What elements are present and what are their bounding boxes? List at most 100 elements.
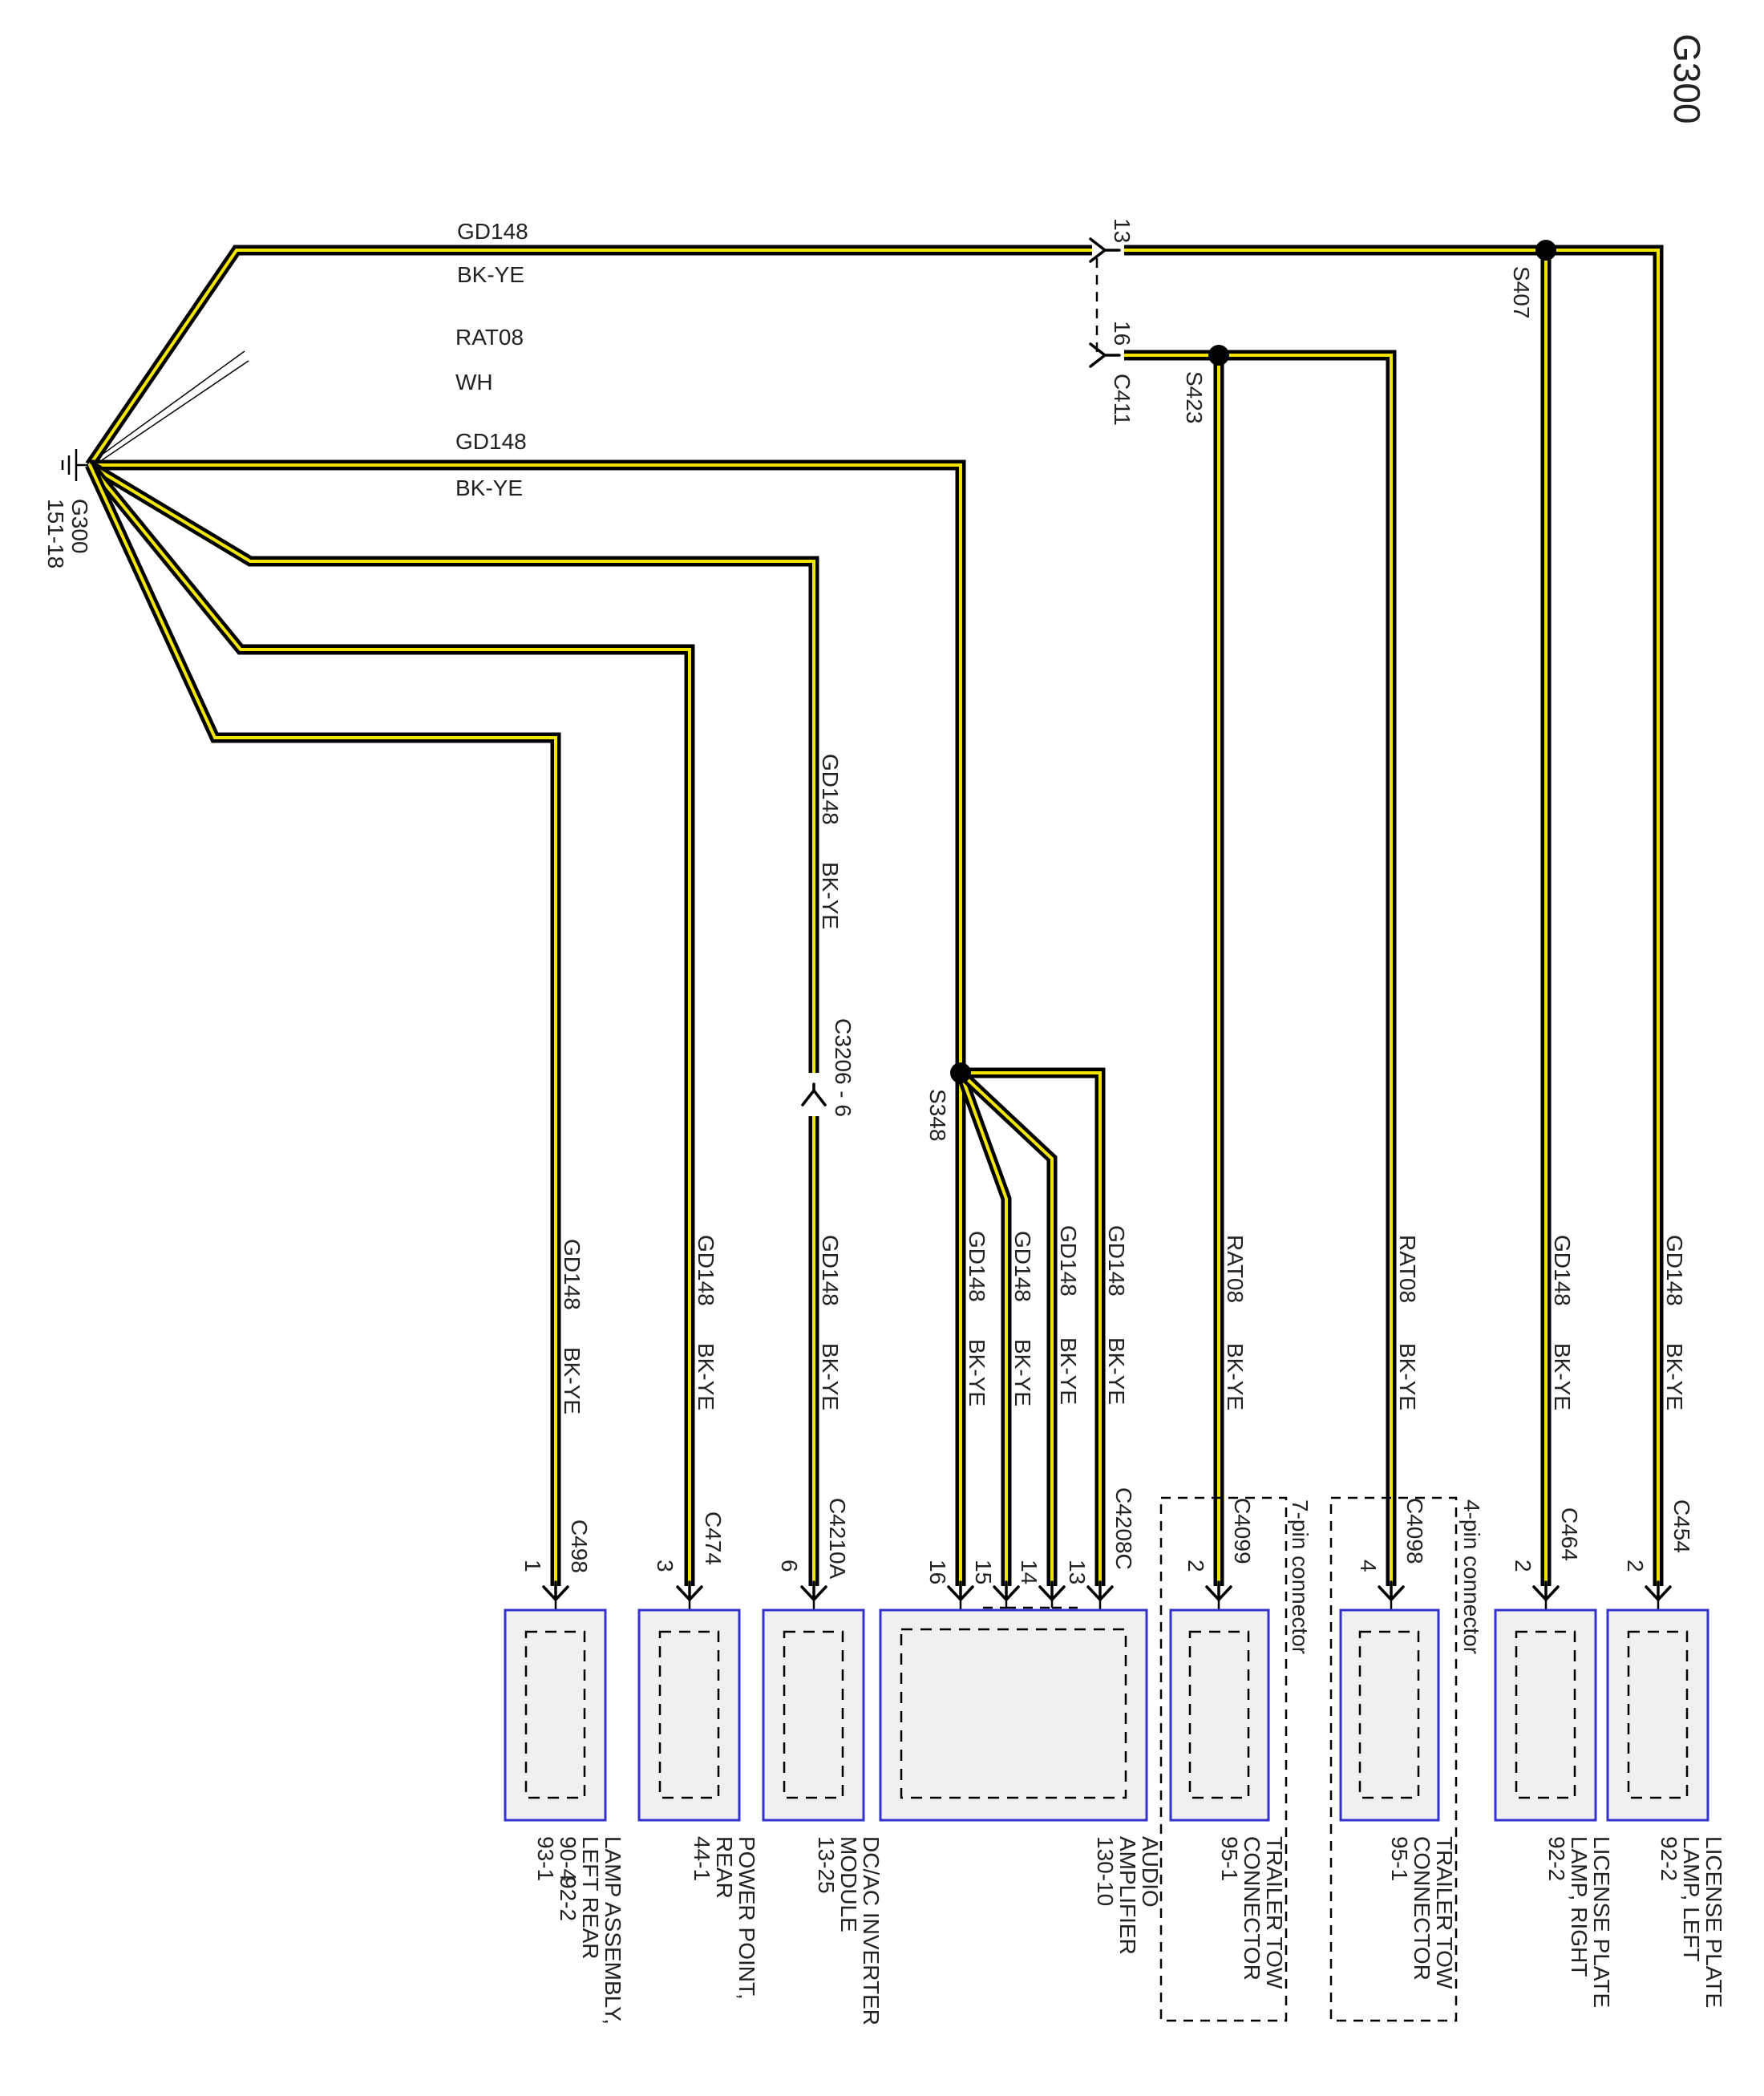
wire-s348-branches	[955, 1067, 1106, 1586]
component-trailer-7pin	[1169, 1608, 1270, 1822]
rat-circuit: RAT08	[455, 325, 524, 350]
plate-right-circuit: GD148	[1550, 1235, 1575, 1306]
trailer4-circuit: RAT08	[1395, 1235, 1420, 1303]
amp15-color: BK-YE	[1010, 1339, 1035, 1406]
c454-pin: 2	[1623, 1560, 1648, 1572]
c411-pin-16: 16	[1110, 321, 1135, 346]
c4208c-pin-15: 15	[971, 1560, 996, 1584]
component-lamp-assembly	[504, 1608, 607, 1822]
plate-right-color: BK-YE	[1550, 1343, 1575, 1410]
svg-text:92-2: 92-2	[1544, 1836, 1569, 1881]
c498-pin: 1	[520, 1560, 545, 1572]
svg-text:CONNECTOR: CONNECTOR	[1410, 1836, 1434, 1981]
wire-rat08-trailer	[1124, 350, 1397, 1586]
svg-text:13-25: 13-25	[814, 1836, 839, 1894]
inverter-upper-color: BK-YE	[818, 862, 843, 929]
mid-color: BK-YE	[455, 475, 523, 500]
svg-text:CONNECTOR: CONNECTOR	[1240, 1836, 1264, 1981]
c4210a-pin: 6	[777, 1560, 802, 1572]
rat08-wh-stub	[89, 350, 249, 466]
component-inverter	[762, 1608, 865, 1822]
four-pin-note: 4-pin connector	[1459, 1499, 1484, 1654]
svg-text:TRAILER TOW: TRAILER TOW	[1262, 1836, 1287, 1989]
trailer-4pin-label: TRAILER TOW CONNECTOR 95-1	[1387, 1836, 1457, 1989]
plate-right-label: LICENSE PLATE LAMP, RIGHT 92-2	[1544, 1836, 1614, 2008]
lamp-wire-circuit: GD148	[560, 1239, 585, 1310]
connector-c411	[1089, 237, 1121, 368]
inverter-wire-color: BK-YE	[818, 1343, 843, 1410]
s423-label: S423	[1182, 371, 1207, 423]
wire-power-point	[85, 461, 695, 1586]
pin-c4208c-15	[993, 1580, 1020, 1601]
pin-c498	[542, 1580, 569, 1601]
c4098-label: C4098	[1402, 1498, 1427, 1564]
svg-text:LAMP, LEFT: LAMP, LEFT	[1679, 1836, 1704, 1962]
svg-text:44-1: 44-1	[690, 1836, 714, 1881]
trailer-7pin-label: TRAILER TOW CONNECTOR 95-1	[1217, 1836, 1287, 1989]
svg-text:MODULE: MODULE	[836, 1836, 861, 1932]
svg-text:AMPLIFIER: AMPLIFIER	[1115, 1836, 1140, 1955]
ground-symbol	[61, 449, 88, 481]
c498-label: C498	[567, 1519, 592, 1573]
c3206-label: C3206 - 6	[831, 1018, 856, 1117]
svg-text:POWER POINT,: POWER POINT,	[734, 1836, 759, 2000]
svg-text:TRAILER TOW: TRAILER TOW	[1432, 1836, 1457, 1989]
c464-pin: 2	[1511, 1560, 1535, 1572]
s348-label: S348	[925, 1089, 950, 1141]
c4099-label: C4099	[1230, 1498, 1255, 1564]
amp14-circuit: GD148	[1056, 1225, 1081, 1297]
pin-c464	[1532, 1580, 1560, 1601]
four-pin-box	[1329, 1496, 1458, 2022]
lamp-assembly-label: LAMP ASSEMBLY, LEFT REAR 90-4 93-1 92-2	[533, 1836, 625, 2025]
trailer7-circuit: RAT08	[1223, 1235, 1248, 1303]
wire-inverter	[87, 460, 819, 1586]
component-trailer-4pin	[1339, 1608, 1440, 1822]
pin-c4208c-14	[1038, 1580, 1066, 1601]
amp16-color: BK-YE	[965, 1339, 989, 1406]
pin-c474	[676, 1580, 703, 1601]
amp13-color: BK-YE	[1104, 1337, 1129, 1405]
c4208c-pin-13: 13	[1065, 1560, 1090, 1584]
svg-text:95-1: 95-1	[1217, 1836, 1242, 1881]
amp14-color: BK-YE	[1056, 1337, 1081, 1405]
s407-label: S407	[1509, 266, 1534, 318]
plate-left-color: BK-YE	[1662, 1343, 1687, 1410]
c4098-pin: 4	[1356, 1560, 1381, 1572]
wire-lamp-assembly	[85, 463, 561, 1586]
svg-text:REAR: REAR	[712, 1836, 737, 1899]
pin-c4210a	[800, 1580, 827, 1601]
pin-c4099	[1205, 1580, 1232, 1601]
c411-label: C411	[1110, 374, 1135, 426]
trailer4-color: BK-YE	[1395, 1343, 1420, 1410]
svg-text:AUDIO: AUDIO	[1138, 1836, 1163, 1908]
amp13-circuit: GD148	[1104, 1225, 1129, 1297]
svg-text:LAMP, RIGHT: LAMP, RIGHT	[1567, 1836, 1592, 1977]
lamp-wire-color: BK-YE	[560, 1347, 585, 1414]
c4208c-pin-14: 14	[1017, 1560, 1042, 1584]
svg-text:92-2: 92-2	[556, 1876, 581, 1921]
c4210a-label: C4210A	[825, 1498, 850, 1580]
c4099-pin: 2	[1183, 1560, 1208, 1572]
inverter-label: DC/AC INVERTER MODULE 13-25	[814, 1836, 884, 2025]
component-plate-right	[1494, 1608, 1597, 1822]
pin-c454	[1645, 1580, 1672, 1601]
amp15-circuit: GD148	[1010, 1231, 1035, 1302]
svg-text:LICENSE PLATE: LICENSE PLATE	[1701, 1836, 1726, 2008]
splice-s348	[950, 1062, 971, 1083]
ground-id: G300	[67, 499, 92, 554]
seven-pin-note: 7-pin connector	[1288, 1499, 1313, 1654]
component-plate-left	[1606, 1608, 1709, 1822]
svg-text:92-2: 92-2	[1657, 1836, 1681, 1881]
plate-left-circuit: GD148	[1662, 1235, 1687, 1306]
c411-pin-13: 13	[1110, 218, 1135, 243]
c464-label: C464	[1557, 1507, 1582, 1561]
splice-s423	[1208, 345, 1229, 366]
c4208c-pin-16: 16	[925, 1560, 950, 1584]
pin-c4208c-16	[947, 1580, 974, 1601]
c474-label: C474	[701, 1511, 726, 1565]
svg-text:130-10: 130-10	[1093, 1836, 1118, 1906]
svg-text:93-1: 93-1	[533, 1836, 558, 1881]
wire-top-gd148	[85, 245, 1664, 1586]
component-audio-amplifier	[879, 1606, 1148, 1822]
